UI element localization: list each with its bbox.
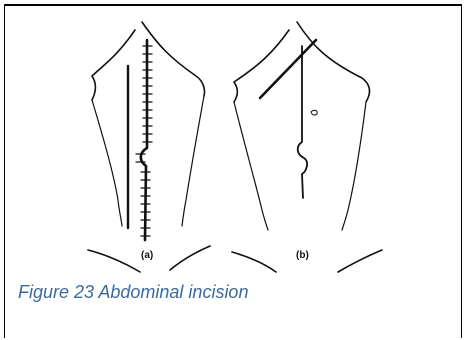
oblique-incision-b — [260, 40, 316, 98]
torso-a — [88, 22, 210, 272]
panel-b-label: (b) — [296, 250, 309, 261]
figure-caption: Figure 23 Abdominal incision — [18, 282, 248, 303]
umbilicus-mark — [311, 110, 317, 115]
midline-incision-b — [298, 46, 307, 198]
panel-a-label: (a) — [141, 250, 153, 261]
torso-b — [232, 22, 382, 272]
sutured-incision-a — [136, 40, 152, 240]
